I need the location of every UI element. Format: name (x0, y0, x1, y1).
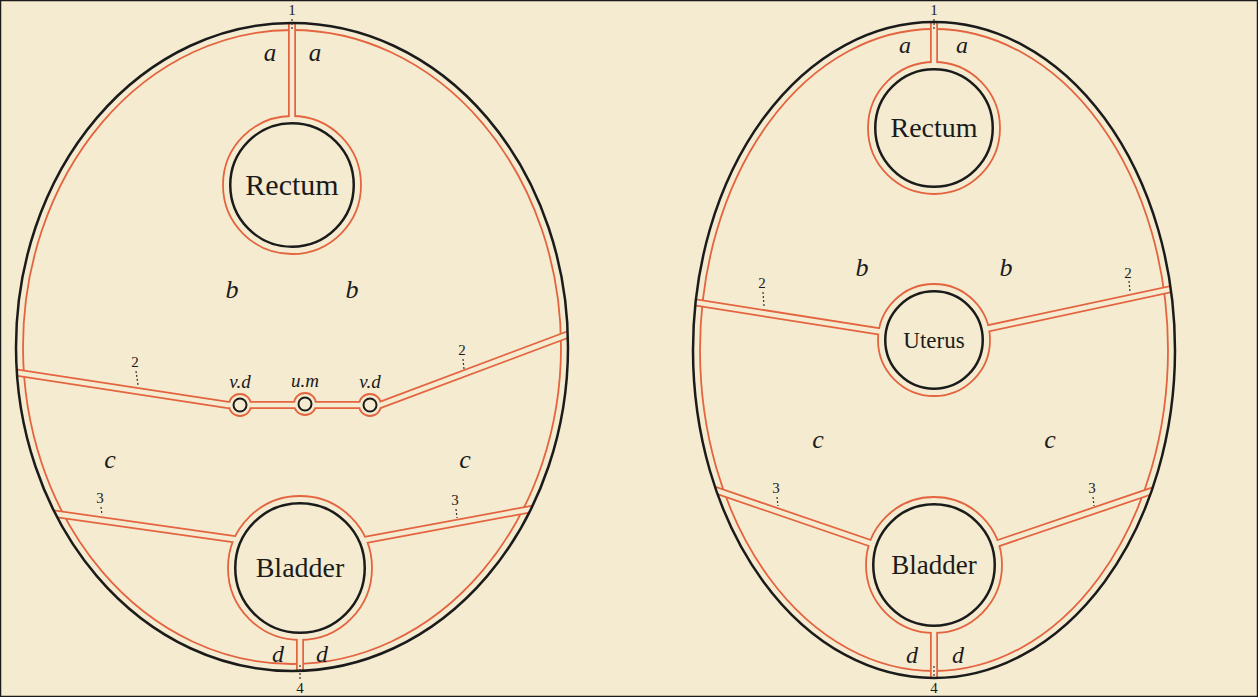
fascia-septa-core (680, 0, 1190, 697)
organ-wall (235, 503, 365, 633)
leader-line (777, 497, 778, 506)
organ-wall (230, 123, 354, 247)
vessel-circle (234, 399, 247, 412)
male-fascia (0, 0, 580, 697)
fascia-sheath (228, 496, 372, 640)
organ-lumen (875, 69, 993, 187)
region-letter: b (856, 255, 869, 281)
callout-number: 3 (772, 481, 780, 496)
fascia-septa (680, 0, 1190, 697)
leader-line (1129, 281, 1130, 292)
region-letter: c (104, 447, 116, 473)
callout-number: 2 (1124, 266, 1132, 281)
fascia-septa-core (0, 0, 580, 697)
region-letter: a (264, 40, 277, 65)
callout-number: 2 (131, 355, 139, 370)
organ-circle: Rectum (229, 122, 355, 248)
fascia-sheath (223, 116, 361, 254)
region-letter: b (226, 277, 239, 303)
vessel-circle (299, 398, 312, 411)
leader-lines (101, 19, 1130, 679)
region-letter: b (1000, 255, 1013, 281)
region-letter: d (272, 642, 284, 666)
organ-name: Rectum (890, 114, 977, 142)
callout-number: 3 (96, 491, 104, 506)
fascia-lining (700, 29, 1168, 671)
leader-line (1093, 497, 1094, 506)
vessel-label: v.d (229, 372, 250, 391)
callout-number: 1 (930, 3, 938, 18)
leader-line (933, 666, 934, 679)
leader-line (456, 509, 457, 518)
pelvic-wall (16, 23, 568, 671)
organ-circle: Rectum (874, 68, 994, 188)
leader-line (101, 507, 102, 515)
region-letter: d (316, 642, 328, 666)
region-letter: c (1044, 427, 1056, 453)
vessel-circle (364, 399, 377, 412)
callout-number: 2 (458, 343, 466, 358)
fascia-lining (23, 30, 561, 664)
organ-wall (885, 291, 983, 389)
region-letter: a (309, 40, 322, 65)
organ-name: Rectum (245, 170, 338, 200)
leader-line (136, 371, 138, 385)
callout-number: 2 (758, 276, 766, 291)
leader-line (463, 359, 464, 369)
callout-number: 1 (288, 3, 296, 18)
female-fascia (680, 0, 1190, 697)
organ-circle: Bladder (872, 503, 996, 627)
organ-name: Bladder (891, 552, 976, 579)
region-letter: d (952, 643, 964, 667)
region-letter: c (812, 427, 824, 453)
fascia-sheath (878, 284, 990, 396)
fascia-sheath (866, 497, 1002, 633)
organ-lumen (873, 504, 995, 626)
organ-circle: Bladder (234, 502, 366, 634)
fascia-septa (0, 0, 580, 697)
callout-number: 3 (451, 493, 459, 508)
callout-number: 4 (930, 681, 938, 696)
organ-lumen (230, 123, 354, 247)
leader-line (933, 19, 934, 31)
leader-line (299, 665, 300, 679)
leader-line (763, 292, 764, 306)
callout-number: 4 (296, 681, 304, 696)
vessel-label: v.d (359, 372, 380, 391)
organ-name: Bladder (256, 554, 345, 582)
vessel-label: u.m (291, 371, 319, 390)
region-letter: d (906, 643, 918, 667)
region-letter: c (459, 447, 471, 473)
organ-lumen (235, 503, 365, 633)
organ-wall (873, 504, 995, 626)
leader-line (291, 19, 292, 31)
organ-wall (875, 69, 993, 187)
region-letter: a (956, 33, 968, 57)
callout-number: 3 (1088, 481, 1096, 496)
organ-lumen (885, 291, 983, 389)
fascia-septum (0, 330, 580, 405)
organ-circle: Uterus (884, 290, 984, 390)
pelvic-wall (693, 22, 1175, 678)
region-letter: b (346, 277, 359, 303)
fascia-sheath (868, 62, 1000, 194)
region-letter: a (899, 33, 911, 57)
fascia-core (0, 330, 580, 405)
organ-name: Uterus (903, 329, 964, 352)
